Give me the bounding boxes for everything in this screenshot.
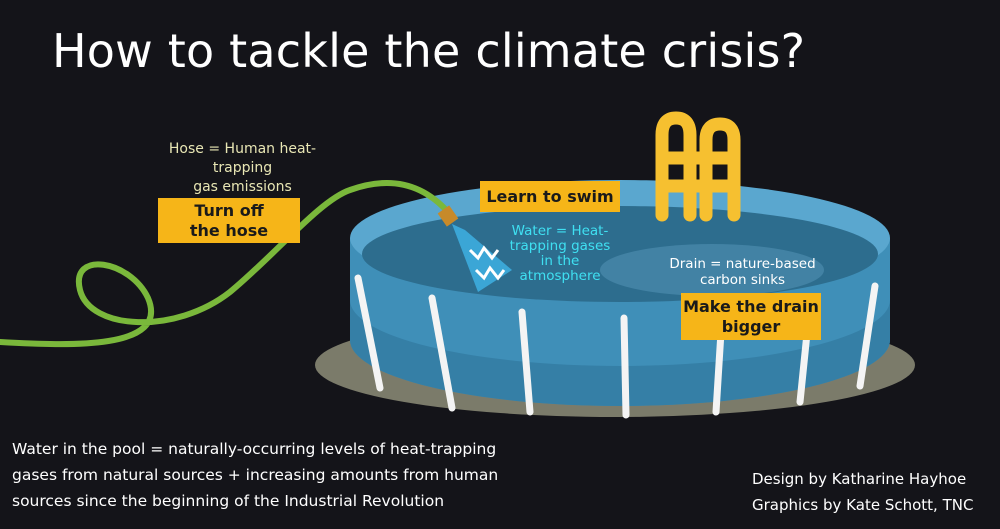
drain-label: Drain = nature-based carbon sinks [655,256,830,288]
action-learn-to-swim: Learn to swim [480,181,620,212]
pool-ladder [655,111,741,222]
page-title: How to tackle the climate crisis? [52,24,806,78]
drain-label-line: Drain = nature-based [669,256,816,272]
action-line: Make the drain [683,297,819,316]
credit-graphics: Graphics by Kate Schott, TNC [752,496,974,514]
action-line: Turn off [194,201,264,220]
water-label: Water = Heat- trapping gases in the atmo… [495,224,625,284]
action-turn-off-hose: Turn off the hose [158,198,300,243]
hose-nozzle [437,205,459,227]
footnote-line: sources since the beginning of the Indus… [12,492,445,510]
water-label-line: Water = Heat- [511,223,609,239]
footnote-line: gases from natural sources + increasing … [12,466,499,484]
action-line: bigger [721,317,781,336]
water-label-line: trapping gases [509,238,611,254]
credits: Design by Katharine Hayhoe Graphics by K… [752,466,997,518]
hose-label-line: gas emissions [193,179,292,195]
credit-design: Design by Katharine Hayhoe [752,470,967,488]
spray-zigzag [468,245,506,281]
action-line: the hose [189,221,269,240]
hose-label: Hose = Human heat-trapping gas emissions [140,140,345,197]
footnote-line: Water in the pool = naturally-occurring … [12,440,497,458]
drain-area [600,244,824,296]
garden-hose [0,179,451,348]
water-label-line: atmosphere [519,268,601,284]
footnote: Water in the pool = naturally-occurring … [12,436,572,514]
pool-wall-shade [350,300,890,406]
action-make-drain-bigger: Make the drain bigger [681,293,821,340]
water-label-line: in the [540,253,580,269]
drain-label-line: carbon sinks [699,272,786,288]
hose-label-line: Hose = Human heat-trapping [168,141,317,176]
action-line: Learn to swim [486,187,614,206]
